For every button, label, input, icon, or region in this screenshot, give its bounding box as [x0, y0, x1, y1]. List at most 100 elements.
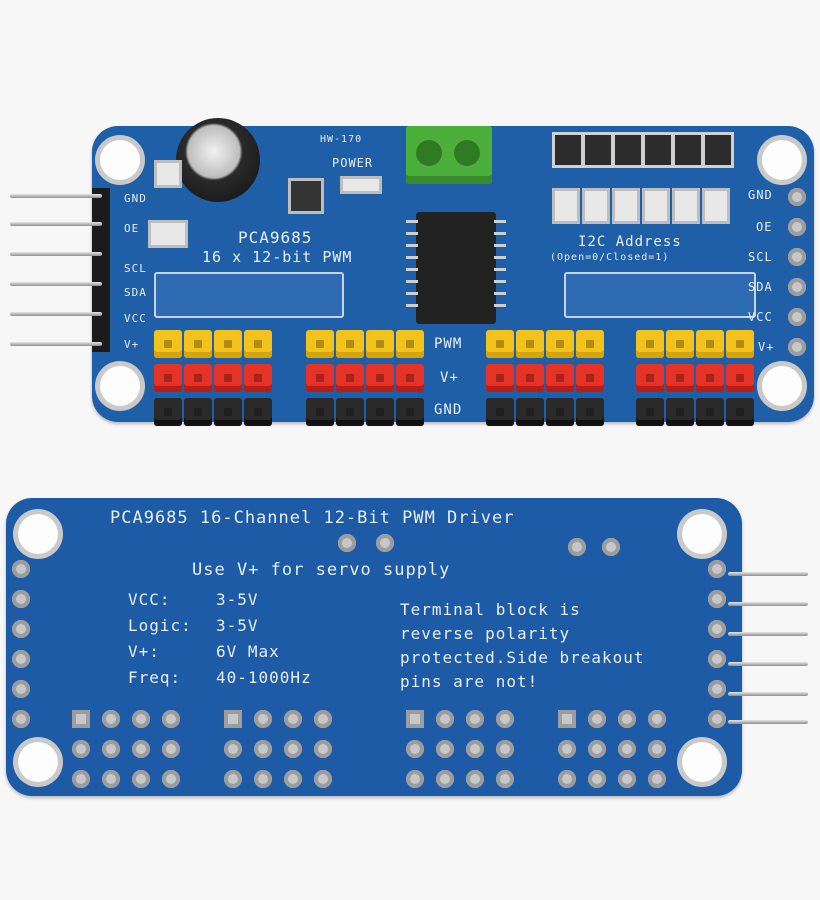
vplus-header-group-4 — [636, 364, 756, 392]
via — [338, 534, 356, 552]
header-pin — [728, 662, 808, 666]
pad — [708, 710, 726, 728]
right-pin-label: OE — [756, 220, 773, 234]
pad — [12, 710, 30, 728]
i2c-address-label: I2C Address — [578, 234, 682, 250]
left-pin-label: GND — [124, 192, 147, 205]
pad — [12, 590, 30, 608]
left-pin-label: VCC — [124, 312, 147, 325]
pwm-header-group-3 — [486, 330, 606, 358]
resistor-array — [564, 272, 756, 318]
row-label-pwm: PWM — [434, 336, 463, 352]
spec-value: 3-5V — [216, 590, 259, 609]
spec-value: 40-1000Hz — [216, 668, 312, 687]
row-label-gnd: GND — [434, 402, 463, 418]
left-pin-header — [92, 188, 110, 352]
spec-value: 6V Max — [216, 642, 280, 661]
power-led — [340, 176, 382, 194]
header-pin — [728, 572, 808, 576]
terminal-note-line: Terminal block is — [400, 600, 581, 619]
pad — [788, 338, 806, 356]
terminal-note-line: protected.Side breakout — [400, 648, 645, 667]
power-label: POWER — [332, 156, 374, 170]
spec-key: Logic: — [128, 616, 192, 635]
pca9685-board-bottom: PCA9685 16-Channel 12-Bit PWM Driver Use… — [6, 498, 742, 796]
pad — [12, 620, 30, 638]
pad — [708, 560, 726, 578]
capacitor — [176, 118, 260, 202]
spec-key: V+: — [128, 642, 160, 661]
address-jumpers — [552, 132, 734, 172]
solder-pad-group-2 — [224, 710, 344, 794]
pad — [788, 308, 806, 326]
address-resistors — [552, 188, 732, 228]
vplus-header-group-1 — [154, 364, 274, 392]
pca9685-chip — [406, 212, 506, 324]
gnd-header-group-3 — [486, 398, 606, 426]
pad — [708, 620, 726, 638]
resistor — [148, 220, 188, 248]
solder-pad-group-3 — [406, 710, 526, 794]
pad — [708, 590, 726, 608]
via — [376, 534, 394, 552]
pad — [788, 248, 806, 266]
model-label: PCA9685 — [238, 228, 313, 247]
spec-key: VCC: — [128, 590, 171, 609]
header-pin — [728, 720, 808, 724]
gnd-header-group-1 — [154, 398, 274, 426]
header-pin — [728, 632, 808, 636]
mounting-hole — [18, 742, 58, 782]
header-pin — [728, 602, 808, 606]
header-pin — [10, 222, 102, 226]
terminal-note-line: pins are not! — [400, 672, 539, 691]
board-title: PCA9685 16-Channel 12-Bit PWM Driver — [110, 508, 515, 528]
solder-pad-group-1 — [72, 710, 192, 794]
pad — [788, 188, 806, 206]
resistor — [154, 160, 182, 188]
vplus-header-group-2 — [306, 364, 426, 392]
header-pin — [728, 692, 808, 696]
gnd-header-group-2 — [306, 398, 426, 426]
vplus-header-group-3 — [486, 364, 606, 392]
pad — [12, 680, 30, 698]
i2c-address-sub: (Open=0/Closed=1) — [550, 252, 670, 263]
left-pin-label: SDA — [124, 286, 147, 299]
pca9685-board-top: HW-170 POWER PCA9685 16 x 12-bit PWM I2C… — [92, 118, 814, 426]
servo-note: Use V+ for servo supply — [192, 560, 451, 580]
pad — [788, 278, 806, 296]
header-pin — [10, 282, 102, 286]
right-pin-label: V+ — [758, 340, 775, 354]
via — [568, 538, 586, 556]
via — [602, 538, 620, 556]
header-pin — [10, 342, 102, 346]
pad — [708, 650, 726, 668]
resistor-array — [154, 272, 344, 318]
header-pin — [10, 312, 102, 316]
left-pin-label: SCL — [124, 262, 147, 275]
pad — [788, 218, 806, 236]
transistor — [288, 178, 324, 214]
mounting-hole — [762, 366, 802, 406]
spec-value: 3-5V — [216, 616, 259, 635]
resolution-label: 16 x 12-bit PWM — [202, 248, 353, 266]
pad — [12, 560, 30, 578]
right-pin-label: GND — [748, 188, 773, 202]
pad — [708, 680, 726, 698]
pad — [12, 650, 30, 668]
right-pin-label: SDA — [748, 280, 773, 294]
row-label-vplus: V+ — [440, 370, 459, 386]
mounting-hole — [100, 366, 140, 406]
mounting-hole — [682, 742, 722, 782]
pwm-header-group-1 — [154, 330, 274, 358]
mounting-hole — [18, 514, 58, 554]
right-pin-label: VCC — [748, 310, 773, 324]
pwm-header-group-4 — [636, 330, 756, 358]
pwm-header-group-2 — [306, 330, 426, 358]
terminal-note-line: reverse polarity — [400, 624, 571, 643]
part-number: HW-170 — [320, 134, 363, 145]
spec-key: Freq: — [128, 668, 182, 687]
gnd-header-group-4 — [636, 398, 756, 426]
screw-terminal — [406, 126, 492, 184]
right-pin-label: SCL — [748, 250, 773, 264]
mounting-hole — [100, 140, 140, 180]
